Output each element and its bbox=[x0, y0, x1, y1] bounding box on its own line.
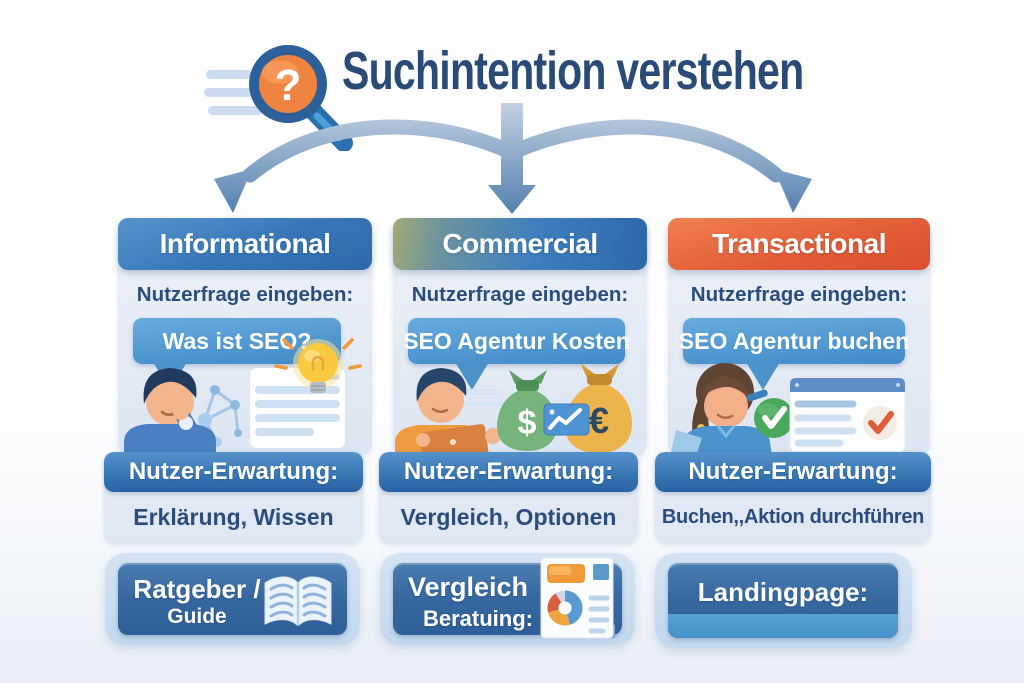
lightbulb-icon bbox=[274, 338, 362, 393]
right-arrow-curve bbox=[510, 119, 784, 183]
lens-highlight bbox=[262, 60, 298, 84]
center-arrow-stem bbox=[501, 103, 523, 187]
left-arrowhead-icon bbox=[214, 169, 252, 213]
search-query-text: SEO Agentur buchen bbox=[678, 327, 910, 354]
browser-window-icon bbox=[789, 377, 906, 453]
expectation-header: Nutzer-Erwartung: bbox=[379, 452, 638, 492]
result-card-transactional: Landingpage: bbox=[655, 553, 912, 648]
right-arrowhead-icon bbox=[774, 169, 812, 213]
result-text: Beratuing: bbox=[423, 606, 533, 631]
money-bag-dollar-icon: $ bbox=[497, 370, 557, 451]
checkmark-icon bbox=[754, 398, 794, 438]
expectation-header: Nutzer-Erwartung: bbox=[655, 452, 931, 492]
expectation-text: Buchen,,Aktion durchführen bbox=[661, 506, 925, 528]
dollar-symbol: $ bbox=[518, 404, 537, 442]
expectation-header-label: Nutzer-Erwartung: bbox=[128, 458, 339, 485]
expectation-header: Nutzer-Erwartung: bbox=[104, 452, 363, 492]
page-title-text: Suchintention verstehen bbox=[342, 41, 804, 101]
column-commercial: Commercial Nutzerfrage eingeben: SEO Age… bbox=[379, 218, 647, 543]
prompt-label: Nutzerfrage eingeben: bbox=[136, 283, 354, 306]
result-text: Guide bbox=[167, 605, 227, 628]
expectation-header-label: Nutzer-Erwartung: bbox=[688, 458, 898, 485]
intent-header-transactional: Transactional bbox=[668, 218, 930, 270]
result-text: Vergleich bbox=[407, 572, 529, 602]
woman-person bbox=[670, 363, 772, 456]
man-with-tablet-money-illustration: $ € bbox=[395, 364, 632, 456]
thinking-person bbox=[124, 368, 216, 456]
landingpage-strip bbox=[668, 614, 898, 638]
expectation-text: Vergleich, Optionen bbox=[400, 504, 617, 530]
expectation-block: Nutzer-Erwartung: Vergleich, Optionen bbox=[379, 452, 638, 543]
chart-card-icon bbox=[543, 403, 590, 436]
donut-chart bbox=[547, 590, 583, 626]
prompt-label: Nutzerfrage eingeben: bbox=[690, 283, 908, 306]
expectation-block: Nutzer-Erwartung: Erklärung, Wissen bbox=[104, 452, 363, 543]
result-card-informational: Ratgeber / Guide bbox=[105, 553, 360, 645]
expectation-header-label: Nutzer-Erwartung: bbox=[403, 458, 614, 485]
page-title: Suchintention verstehen bbox=[342, 40, 949, 102]
euro-symbol: € bbox=[589, 400, 609, 441]
search-query-bubble: SEO Agentur buchen bbox=[679, 318, 909, 364]
woman-booking-illustration bbox=[670, 363, 906, 456]
result-card-inner: Ratgeber / Guide bbox=[118, 563, 347, 635]
intent-header-label: Transactional bbox=[711, 228, 887, 259]
column-informational: Informational Nutzerfrage eingeben: Was … bbox=[104, 218, 372, 543]
expectation-block: Nutzer-Erwartung: Buchen,,Aktion durchfü… bbox=[655, 452, 931, 543]
man-thinking-illustration bbox=[124, 338, 362, 456]
column-transactional: Transactional Nutzerfrage eingeben: SEO … bbox=[655, 218, 931, 543]
speed-line-icon bbox=[206, 70, 252, 79]
result-text: Landingpage: bbox=[697, 577, 869, 607]
speed-line-icon bbox=[204, 88, 254, 97]
person-with-tablet bbox=[395, 368, 501, 456]
result-card-commercial: Vergleich Beratuing: bbox=[380, 553, 635, 645]
intent-header-label: Commercial bbox=[442, 228, 598, 259]
intent-header-label: Informational bbox=[159, 228, 331, 259]
comparison-report-icon bbox=[540, 557, 615, 639]
branch-arrows bbox=[214, 103, 812, 214]
open-book-icon bbox=[264, 576, 332, 627]
left-arrow-curve bbox=[242, 119, 514, 183]
result-card-inner: Landingpage: bbox=[668, 563, 898, 638]
prompt-label: Nutzerfrage eingeben: bbox=[411, 283, 629, 306]
search-query-text: SEO Agentur Kosten bbox=[403, 327, 630, 354]
center-arrowhead-icon bbox=[488, 185, 536, 214]
expectation-text: Erklärung, Wissen bbox=[133, 504, 334, 530]
result-text: Ratgeber / bbox=[133, 574, 261, 604]
question-mark-glyph: ? bbox=[275, 61, 302, 110]
search-query-bubble: SEO Agentur Kosten bbox=[403, 318, 630, 364]
intent-header-commercial: Commercial bbox=[393, 218, 647, 270]
intent-header-informational: Informational bbox=[118, 218, 372, 270]
speed-line-icon bbox=[208, 106, 262, 115]
